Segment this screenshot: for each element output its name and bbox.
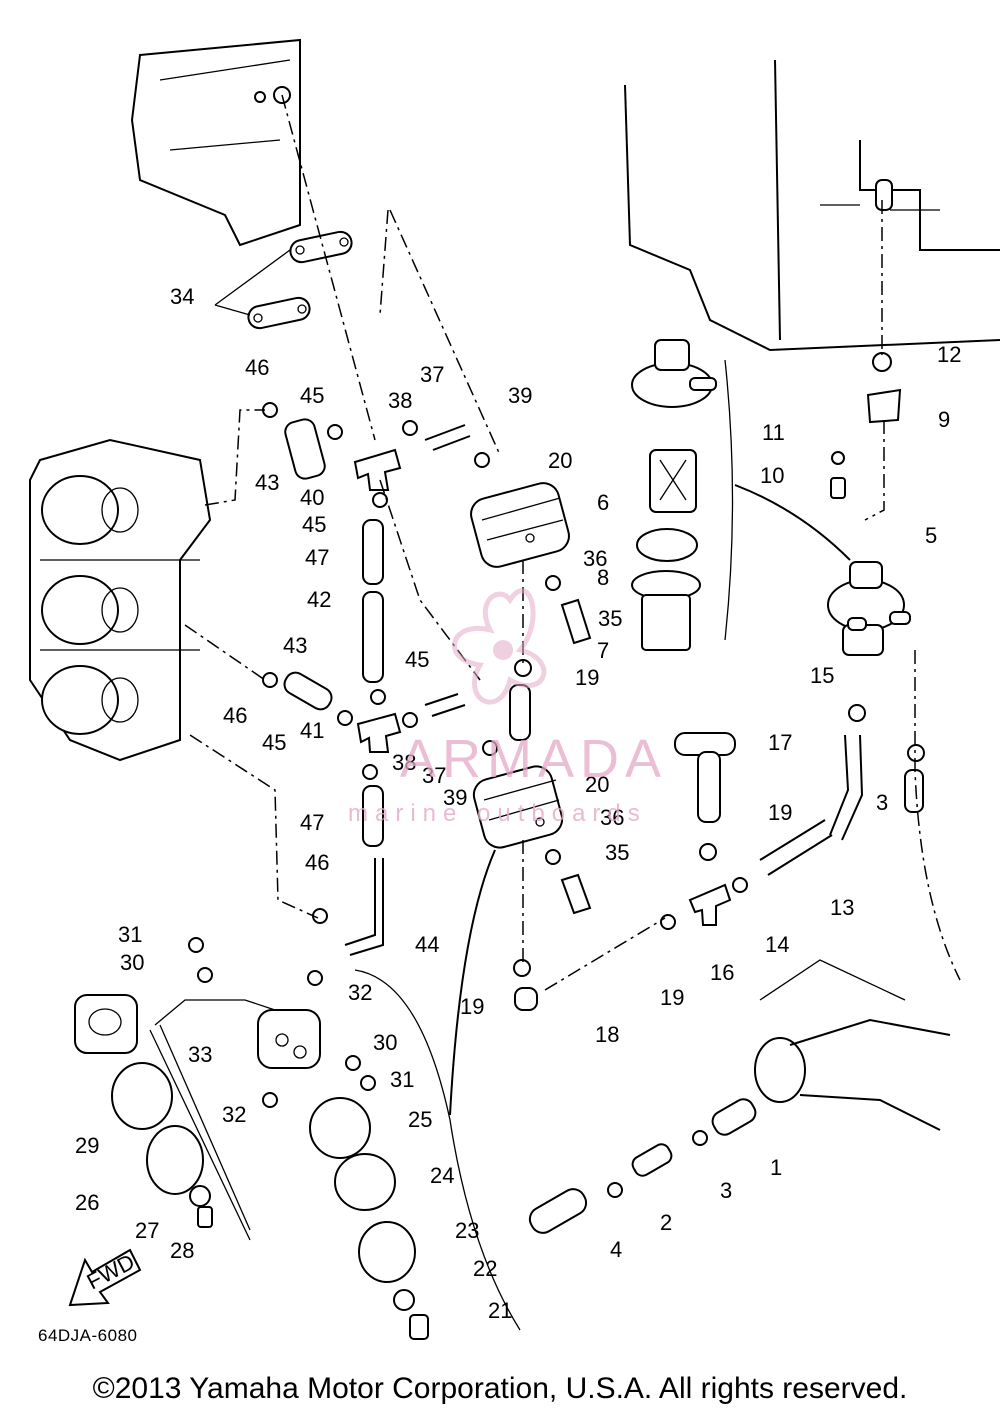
callout: 17 xyxy=(768,730,792,755)
callout: 46 xyxy=(223,703,247,728)
callout: 31 xyxy=(390,1067,414,1092)
callout: 30 xyxy=(120,950,144,975)
callout: 36 xyxy=(600,805,624,830)
drawing-code: 64DJA-6080 xyxy=(38,1326,138,1345)
callout: 46 xyxy=(245,355,269,380)
callout: 9 xyxy=(938,407,950,432)
callout: 12 xyxy=(937,342,961,367)
callout: 31 xyxy=(118,922,142,947)
callout: 19 xyxy=(660,985,684,1010)
callout: 22 xyxy=(473,1256,497,1281)
callout: 43 xyxy=(283,633,307,658)
lower-pump-exploded xyxy=(74,937,521,1340)
hose-joints xyxy=(353,448,732,926)
callout: 4 xyxy=(610,1237,622,1262)
engine-block-outline xyxy=(130,38,301,247)
fuel-filter-assembly xyxy=(631,339,734,651)
callout: 3 xyxy=(720,1178,732,1203)
callout: 36 xyxy=(583,546,607,571)
callout: 46 xyxy=(305,850,329,875)
callout: 15 xyxy=(810,663,834,688)
watermark-propeller-logo xyxy=(452,588,547,705)
callout: 26 xyxy=(75,1190,99,1215)
watermark-subtitle: marine outboards xyxy=(348,800,647,827)
callout: 19 xyxy=(768,800,792,825)
callout: 2 xyxy=(660,1210,672,1235)
callout: 19 xyxy=(460,994,484,1019)
callout: 44 xyxy=(415,932,439,957)
callout: 35 xyxy=(605,840,629,865)
callout: 3 xyxy=(876,790,888,815)
callout: 47 xyxy=(305,545,329,570)
callout: 40 xyxy=(300,485,324,510)
callout: 32 xyxy=(222,1102,246,1127)
callout: 25 xyxy=(408,1107,432,1132)
fuel-connector-assembly xyxy=(754,959,951,1131)
fuel-hoses xyxy=(283,418,924,1234)
callout: 27 xyxy=(135,1218,159,1243)
callout: 39 xyxy=(443,785,467,810)
callout: 37 xyxy=(422,763,446,788)
gasket-34-pair xyxy=(247,230,353,330)
callout: 42 xyxy=(307,587,331,612)
copyright-notice: ©2013 Yamaha Motor Corporation, U.S.A. A… xyxy=(92,1372,908,1405)
callout: 38 xyxy=(388,388,412,413)
callout: 34 xyxy=(170,284,194,309)
engine-side-outline xyxy=(624,59,1000,352)
callout: 19 xyxy=(575,665,599,690)
carburetor-bank xyxy=(29,438,212,762)
callout: 45 xyxy=(300,383,324,408)
callout: 23 xyxy=(455,1218,479,1243)
callout: 13 xyxy=(830,895,854,920)
callout: 28 xyxy=(170,1238,194,1263)
callout: 33 xyxy=(188,1042,212,1067)
watermark-title: ARMADA xyxy=(400,729,668,789)
callout: 45 xyxy=(262,730,286,755)
callout: 41 xyxy=(300,718,324,743)
callout: 45 xyxy=(405,647,429,672)
fuel-filter-body-5 xyxy=(827,561,911,656)
callout: 35 xyxy=(598,606,622,631)
callout: 10 xyxy=(760,463,784,488)
callout: 5 xyxy=(925,523,937,548)
callout: 20 xyxy=(585,772,609,797)
callout: 39 xyxy=(508,383,532,408)
callout: 30 xyxy=(373,1030,397,1055)
callout: 21 xyxy=(488,1298,512,1323)
callout: 14 xyxy=(765,932,789,957)
callout: 24 xyxy=(430,1163,454,1188)
callout: 43 xyxy=(255,470,279,495)
callout: 6 xyxy=(597,490,609,515)
callout: 45 xyxy=(302,512,326,537)
callout: 20 xyxy=(548,448,572,473)
callout-numbers: 1 2 3 3 4 5 6 7 8 9 10 11 12 13 14 15 16… xyxy=(75,284,961,1323)
fwd-label: FWD xyxy=(83,1249,139,1295)
leader-lines xyxy=(184,94,961,1116)
callout: 47 xyxy=(300,810,324,835)
callout: 18 xyxy=(595,1022,619,1047)
callout: 1 xyxy=(770,1155,782,1180)
callout: 16 xyxy=(710,960,734,985)
callout: 38 xyxy=(392,750,416,775)
callout: 11 xyxy=(762,420,785,445)
callout: 32 xyxy=(348,980,372,1005)
callout: 37 xyxy=(420,362,444,387)
callout: 29 xyxy=(75,1133,99,1158)
screws xyxy=(560,352,902,915)
upper-fuel-pump xyxy=(470,482,570,568)
callout: 7 xyxy=(597,638,609,663)
forward-direction-arrow: FWD xyxy=(68,1248,142,1307)
callout: 8 xyxy=(597,565,609,590)
lower-fuel-pump xyxy=(472,765,564,849)
